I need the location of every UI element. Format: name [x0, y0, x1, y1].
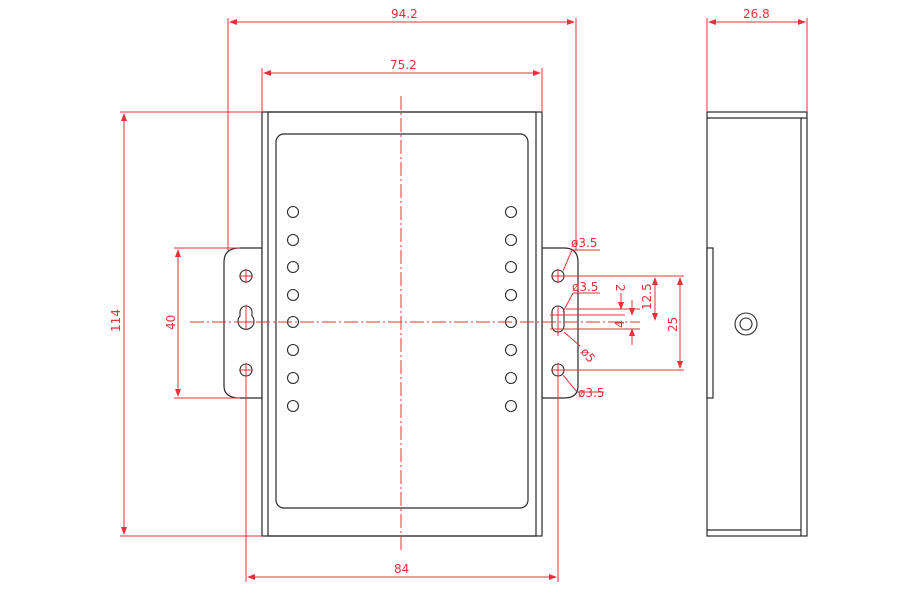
enclosure-outer	[261, 111, 543, 537]
dim-label-slot-25: 25	[666, 317, 680, 332]
led-hole	[286, 260, 300, 274]
dim-label-overall-width: 94.2	[391, 7, 418, 21]
dim-label-overall-height: 114	[109, 309, 123, 332]
enclosure-inner-frame	[267, 111, 537, 537]
dim-label-slot-dia: ø5	[578, 345, 598, 365]
led-hole	[286, 343, 300, 357]
led-hole	[504, 233, 518, 247]
dim-label-hole-top: ø3.5	[571, 236, 597, 250]
led-hole	[286, 399, 300, 413]
left-flange-holes	[237, 269, 255, 377]
led-hole	[504, 205, 518, 219]
led-hole	[286, 371, 300, 385]
right-led-column	[504, 205, 518, 413]
dim-label-slot-4: 4	[613, 320, 627, 328]
led-hole	[504, 288, 518, 302]
dim-label-hole-bottom: ø3.5	[578, 386, 604, 400]
dim-label-hole-mid: ø3.5	[572, 280, 598, 294]
side-view: 26.8	[706, 7, 808, 537]
left-led-column	[286, 205, 300, 413]
dim-label-side-depth: 26.8	[743, 7, 770, 21]
dim-label-slot-2: 2	[613, 284, 627, 292]
led-hole	[504, 399, 518, 413]
led-hole	[504, 371, 518, 385]
front-panel	[275, 133, 529, 509]
side-flange-edge	[706, 247, 714, 399]
dim-label-body-width: 75.2	[390, 58, 417, 72]
led-hole	[286, 233, 300, 247]
dim-label-hole-spacing: 40	[164, 315, 178, 330]
led-hole	[286, 205, 300, 219]
side-connector-inner	[739, 317, 753, 331]
front-view	[190, 96, 640, 550]
dim-label-center-distance: 84	[394, 562, 409, 576]
led-hole	[286, 288, 300, 302]
led-hole	[504, 343, 518, 357]
dimensions-front: 94.2 75.2 114 40 84 ø3.5 ø3.5 ø5	[109, 7, 684, 582]
led-hole	[504, 260, 518, 274]
dim-label-slot-12-5: 12.5	[640, 283, 654, 310]
